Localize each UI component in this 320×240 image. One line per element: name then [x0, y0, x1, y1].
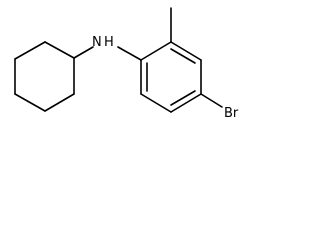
cyclohexane-bond	[14, 41, 46, 60]
nitrogen-atom-label: N	[92, 35, 102, 50]
cyclohexane-bond	[44, 93, 75, 112]
benzene-bond	[140, 93, 172, 113]
nitrogen-aryl-bond	[117, 46, 142, 61]
cyclohexane-bond	[44, 41, 75, 59]
bromine-bond	[200, 93, 223, 108]
benzene-double-bond-inner	[170, 90, 196, 106]
hydrogen-atom-label: H	[104, 35, 114, 50]
benzene-bond	[170, 93, 202, 113]
benzene-bond	[170, 41, 202, 61]
benzene-ring	[140, 41, 202, 113]
chemical-structure-diagram: N H Br	[14, 7, 239, 121]
cyclohexane-ring	[14, 41, 75, 112]
cyclohexyl-nitrogen-bond	[73, 46, 94, 59]
benzene-double-bond-inner	[170, 48, 196, 64]
bromine-atom-label: Br	[224, 106, 239, 121]
benzene-bond	[140, 41, 172, 61]
cyclohexane-bond	[14, 93, 46, 112]
